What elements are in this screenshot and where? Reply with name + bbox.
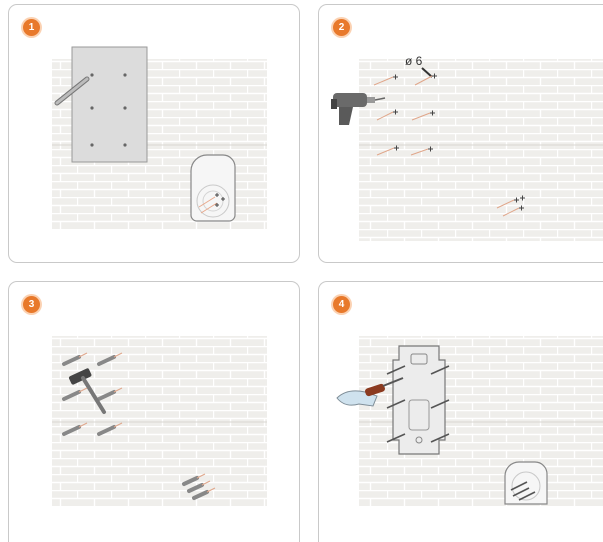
step-3-illustration — [9, 282, 299, 542]
step-1-illustration — [9, 5, 299, 262]
step-3-panel: 3 — [8, 281, 300, 542]
drill-bit-size-label: ø 6 — [405, 54, 423, 68]
charger-outline — [191, 155, 235, 221]
wall-bracket — [393, 346, 445, 454]
charger-outline — [505, 462, 547, 504]
brick-wall — [52, 336, 267, 506]
step-2-illustration: ø 6 — [319, 5, 603, 262]
brick-wall — [359, 59, 603, 241]
step-1-panel: 1 — [8, 4, 300, 263]
step-4-illustration — [319, 282, 603, 542]
step-4-panel: 4 — [318, 281, 603, 542]
drilling-template — [72, 47, 147, 162]
step-2-panel: 2 ø 6 — [318, 4, 603, 263]
